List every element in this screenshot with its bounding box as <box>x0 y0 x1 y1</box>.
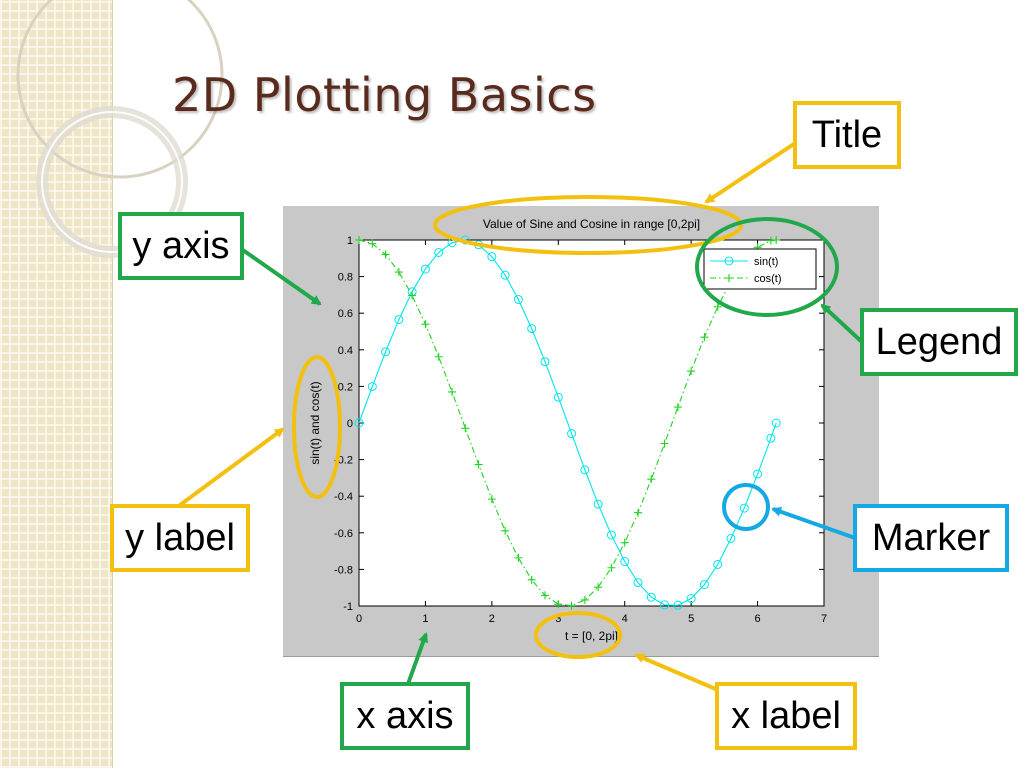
data-point-cos <box>487 495 496 504</box>
data-point-sin <box>394 315 404 325</box>
y-axis-label: sin(t) and cos(t) <box>308 381 322 464</box>
data-point-cos <box>474 460 483 469</box>
data-point-sin <box>660 600 670 610</box>
ylabel-arrow <box>178 427 285 507</box>
data-point-sin <box>699 580 709 590</box>
data-point-cos <box>501 526 510 535</box>
data-point-cos <box>514 553 523 562</box>
y-tick-label: -1 <box>343 601 353 613</box>
x-tick-label: 6 <box>755 613 761 625</box>
series-line-sin <box>358 239 777 606</box>
data-point-sin <box>420 264 430 274</box>
y-tick-label: 0.4 <box>338 345 353 357</box>
x-label-callout: x label <box>715 682 857 750</box>
plot-area <box>358 239 825 607</box>
data-point-sin <box>367 382 377 392</box>
data-point-sin <box>646 592 656 602</box>
data-point-sin <box>686 593 696 603</box>
legend-callout: Legend <box>860 308 1018 376</box>
chart: 0 1 2 3 4 5 6 7 -1 -0.8 -0.6 -0.4 -0.2 0 0.2 0.4 0.6 0.8 1… <box>308 217 827 643</box>
data-point-sin <box>713 559 723 569</box>
data-point-sin <box>553 392 563 402</box>
data-point-cos <box>421 320 430 329</box>
y-axis-callout: y axis <box>118 212 244 280</box>
data-point-sin <box>540 357 550 367</box>
data-point-cos <box>660 439 669 448</box>
data-point-sin <box>606 530 616 540</box>
y-tick-label: 0.6 <box>338 308 353 320</box>
data-point-sin <box>633 578 643 588</box>
y-tick-label: 0.2 <box>338 381 353 393</box>
data-point-sin <box>354 418 364 428</box>
title-arrow <box>704 138 802 204</box>
y-tick-label: -0.8 <box>334 564 353 576</box>
data-point-sin <box>513 294 523 304</box>
y-label-callout: y label <box>110 504 250 572</box>
y-tick-label: 0 <box>347 418 353 430</box>
data-point-sin <box>753 469 763 479</box>
data-point-cos <box>554 600 563 609</box>
data-point-sin <box>381 347 391 357</box>
data-point-sin <box>766 433 776 443</box>
x-tick-label: 5 <box>688 613 694 625</box>
data-point-sin <box>726 533 736 543</box>
data-point-cos <box>408 291 417 300</box>
data-point-cos <box>355 236 363 244</box>
chart-title: Value of Sine and Cosine in range [0,2pi… <box>483 217 700 231</box>
decorative-circles <box>16 0 224 258</box>
x-tick-label: 1 <box>422 613 428 625</box>
data-point-sin <box>500 270 510 280</box>
y-tick-label: 0.8 <box>338 272 353 284</box>
data-point-cos <box>634 508 642 517</box>
x-axis-label: t = [0, 2pi] <box>565 629 618 643</box>
title-callout: Title <box>793 101 901 169</box>
figure-window: 0 1 2 3 4 5 6 7 -1 -0.8 -0.6 -0.4 -0.2 0 0.2 0.4 0.6 0.8 1… <box>283 206 879 657</box>
data-point-cos <box>687 367 696 376</box>
slide-title: 2D Plotting Basics <box>172 68 597 122</box>
data-point-cos <box>647 475 656 484</box>
y-tick-label: -0.6 <box>334 528 353 540</box>
data-point-cos <box>607 563 616 572</box>
x-tick-label: 3 <box>555 613 561 625</box>
data-point-sin <box>527 324 537 334</box>
data-point-cos <box>394 268 403 277</box>
data-point-cos <box>381 250 390 259</box>
decorative-side-strip <box>0 0 113 768</box>
legend-entry: cos(t) <box>754 273 782 285</box>
y-tick-label: 1 <box>347 235 353 247</box>
x-axis-callout: x axis <box>340 682 470 750</box>
data-point-cos <box>700 333 709 342</box>
data-point-cos <box>620 538 629 547</box>
data-point-sin <box>673 600 683 610</box>
legend-entry: sin(t) <box>754 256 778 268</box>
marker-callout: Marker <box>853 504 1009 572</box>
data-point-cos <box>461 424 470 433</box>
data-point-cos <box>580 595 589 604</box>
data-point-sin <box>593 499 603 509</box>
data-point-cos <box>594 583 603 592</box>
data-point-cos <box>434 352 443 361</box>
x-tick-label: 4 <box>622 613 628 625</box>
deco-ring-small-inner <box>41 111 183 253</box>
data-point-cos <box>673 403 682 412</box>
x-tick-label: 0 <box>356 613 362 625</box>
deco-ring-large <box>16 0 224 179</box>
data-point-cos <box>448 387 456 396</box>
data-point-cos <box>567 601 576 610</box>
xlabel-arrow <box>634 653 719 692</box>
data-point-cos <box>527 575 536 584</box>
y-tick-label: -0.2 <box>334 455 353 467</box>
data-point-sin <box>567 429 577 439</box>
y-tick-label: -0.4 <box>334 491 353 503</box>
data-point-sin <box>580 465 590 475</box>
data-point-cos <box>368 239 377 248</box>
data-point-sin <box>620 557 630 567</box>
data-point-cos <box>541 591 549 600</box>
x-tick-label: 2 <box>489 613 495 625</box>
data-point-sin <box>771 418 781 428</box>
x-tick-label: 7 <box>821 613 827 625</box>
